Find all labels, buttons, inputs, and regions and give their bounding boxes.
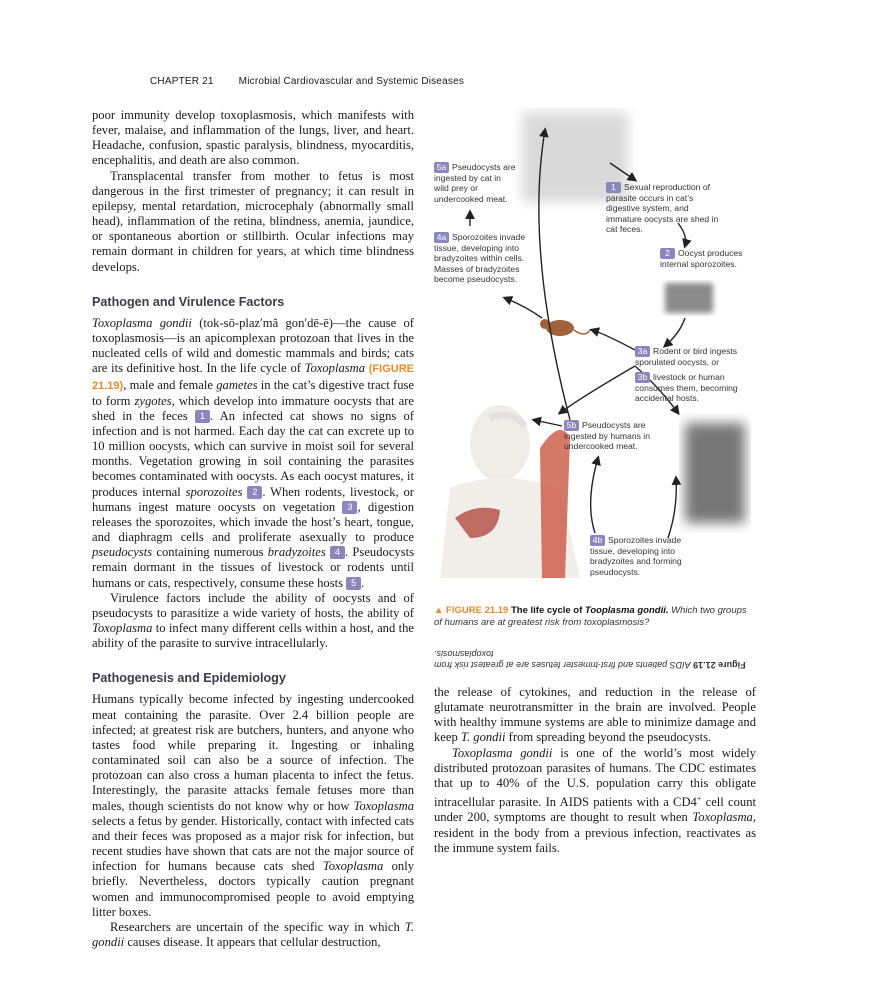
paragraph: Virulence factors include the ability of… [92,591,414,652]
step-3a-label: 3aRodent or bird ingests sporulated oocy… [635,346,755,367]
arrow [505,298,542,318]
arrow [560,366,635,413]
paragraph: Toxoplasma gondii is one of the world’s … [434,746,756,856]
arrow [668,478,676,538]
figure-tag: ▲ FIGURE 21.19 [434,605,508,616]
paragraph: Humans typically become infected by inge… [92,692,414,919]
step-1-label: 1Sexual reproduction of parasite occurs … [606,182,721,234]
step-badge: 5 [346,577,361,590]
arrow [534,420,562,426]
oocyst-micrograph [665,283,713,313]
step-5b-label: 5bPseudocysts are ingested by humans in … [564,420,674,452]
figure-title: The life cycle of Tooplasma gondii. [511,605,669,616]
step-badge: 2 [247,486,262,499]
arrow [665,318,685,346]
chapter-title: Microbial Cardiovascular and Systemic Di… [239,76,464,87]
arrow [592,330,635,350]
running-header: CHAPTER 21 Microbial Cardiovascular and … [150,76,464,87]
paragraph: poor immunity develop toxoplasmosis, whi… [92,108,414,169]
paragraph: Transplacental transfer from mother to f… [92,169,414,275]
livestock-image [685,423,745,523]
paragraph: Toxoplasma gondii (tok-sō-plaz′mă gon′dē… [92,316,414,591]
life-cycle-figure: 5aPseudocysts are ingested by cat in wil… [430,108,757,588]
step-3b-label: 3blivestock or human consumes them, beco… [635,372,757,404]
upside-down-answer: Figure 21.19 AIDS patients and first-tri… [434,648,756,670]
step-5a-label: 5aPseudocysts are ingested by cat in wil… [434,162,516,204]
step-badge: 1 [195,410,210,423]
step-2-label: 2Oocyst produces internal sporozoites. [660,248,755,269]
step-badge: 4 [330,546,345,559]
step-4a-label: 4aSporozoites invade tissue, developing … [434,232,534,284]
figure-caption: ▲ FIGURE 21.19 The life cycle of Toopla… [434,605,756,629]
mouse-illustration [540,319,590,336]
paragraph: the release of cytokines, and reduction … [434,685,756,746]
left-column: poor immunity develop toxoplasmosis, whi… [92,108,414,950]
step-4b-label: 4bSporozoites invade tissue, developing … [590,535,705,577]
section-heading: Pathogen and Virulence Factors [92,295,414,310]
chapter-label: CHAPTER 21 [150,76,214,87]
paragraph: Researchers are uncertain of the specifi… [92,920,414,950]
arrow [591,458,598,533]
step-badge: 3 [342,501,357,514]
section-heading: Pathogenesis and Epidemiology [92,671,414,686]
right-column: the release of cytokines, and reduction … [434,685,756,856]
human-figure-illustration [440,405,580,578]
